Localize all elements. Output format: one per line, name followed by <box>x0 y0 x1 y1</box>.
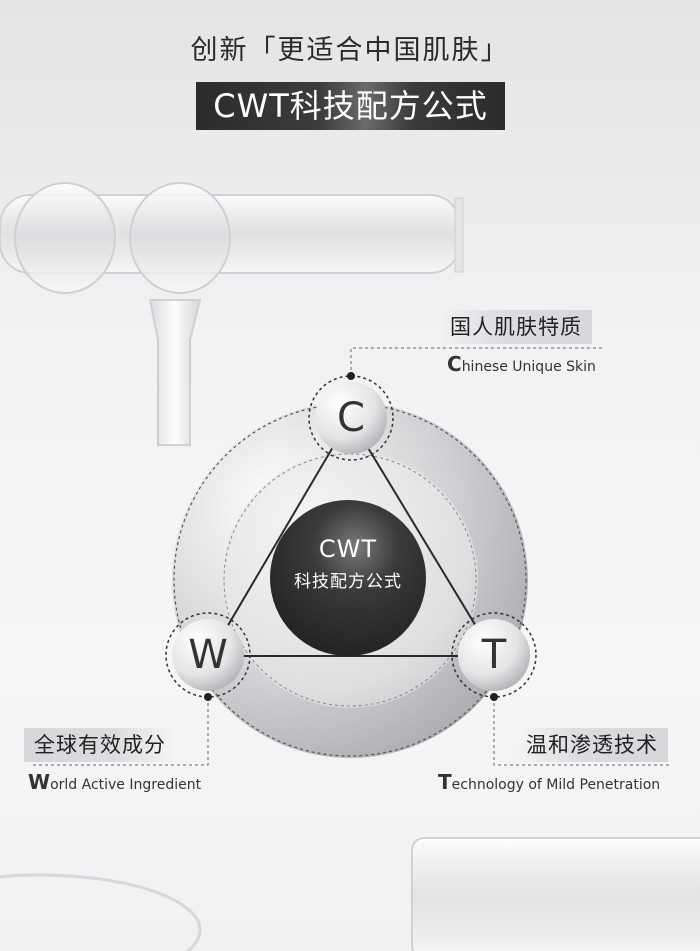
label-w-cn: 全球有效成分 <box>24 728 176 762</box>
callout-dot-t <box>490 693 498 701</box>
header-title: CWT科技配方公式 <box>196 82 505 130</box>
label-c-cn: 国人肌肤特质 <box>440 310 592 344</box>
letter-w: W <box>188 632 228 678</box>
letter-t: T <box>481 632 507 678</box>
callout-dot-c <box>347 372 355 380</box>
badge-c <box>308 375 394 461</box>
badge-w <box>165 612 251 698</box>
center-line-2: 科技配方公式 <box>294 572 402 592</box>
label-w-en: World Active Ingredient <box>28 770 201 794</box>
label-c-en-rest: hinese Unique Skin <box>461 359 596 375</box>
label-t-cn: 温和渗透技术 <box>516 728 668 762</box>
label-w-en-rest: orld Active Ingredient <box>50 777 202 793</box>
label-t-en-cap: T <box>438 770 452 794</box>
callout-line-t <box>493 697 672 766</box>
center-circle <box>270 500 426 656</box>
label-w-en-cap: W <box>28 770 51 794</box>
center-label: CWT 科技配方公式 <box>270 535 426 592</box>
callout-line-w <box>30 697 209 766</box>
badge-t <box>451 612 537 698</box>
callout-dot-w <box>204 693 212 701</box>
label-t-en: Technology of Mild Penetration <box>438 770 660 794</box>
label-t-en-rest: echnology of Mild Penetration <box>451 777 661 793</box>
label-c-en: Chinese Unique Skin <box>447 352 596 376</box>
header-subtitle: 创新「更适合中国肌肤」 <box>190 35 510 66</box>
letter-c: C <box>337 395 365 441</box>
label-c-en-cap: C <box>447 352 462 376</box>
connector-triangle <box>208 416 496 657</box>
center-line-1: CWT <box>318 535 378 563</box>
